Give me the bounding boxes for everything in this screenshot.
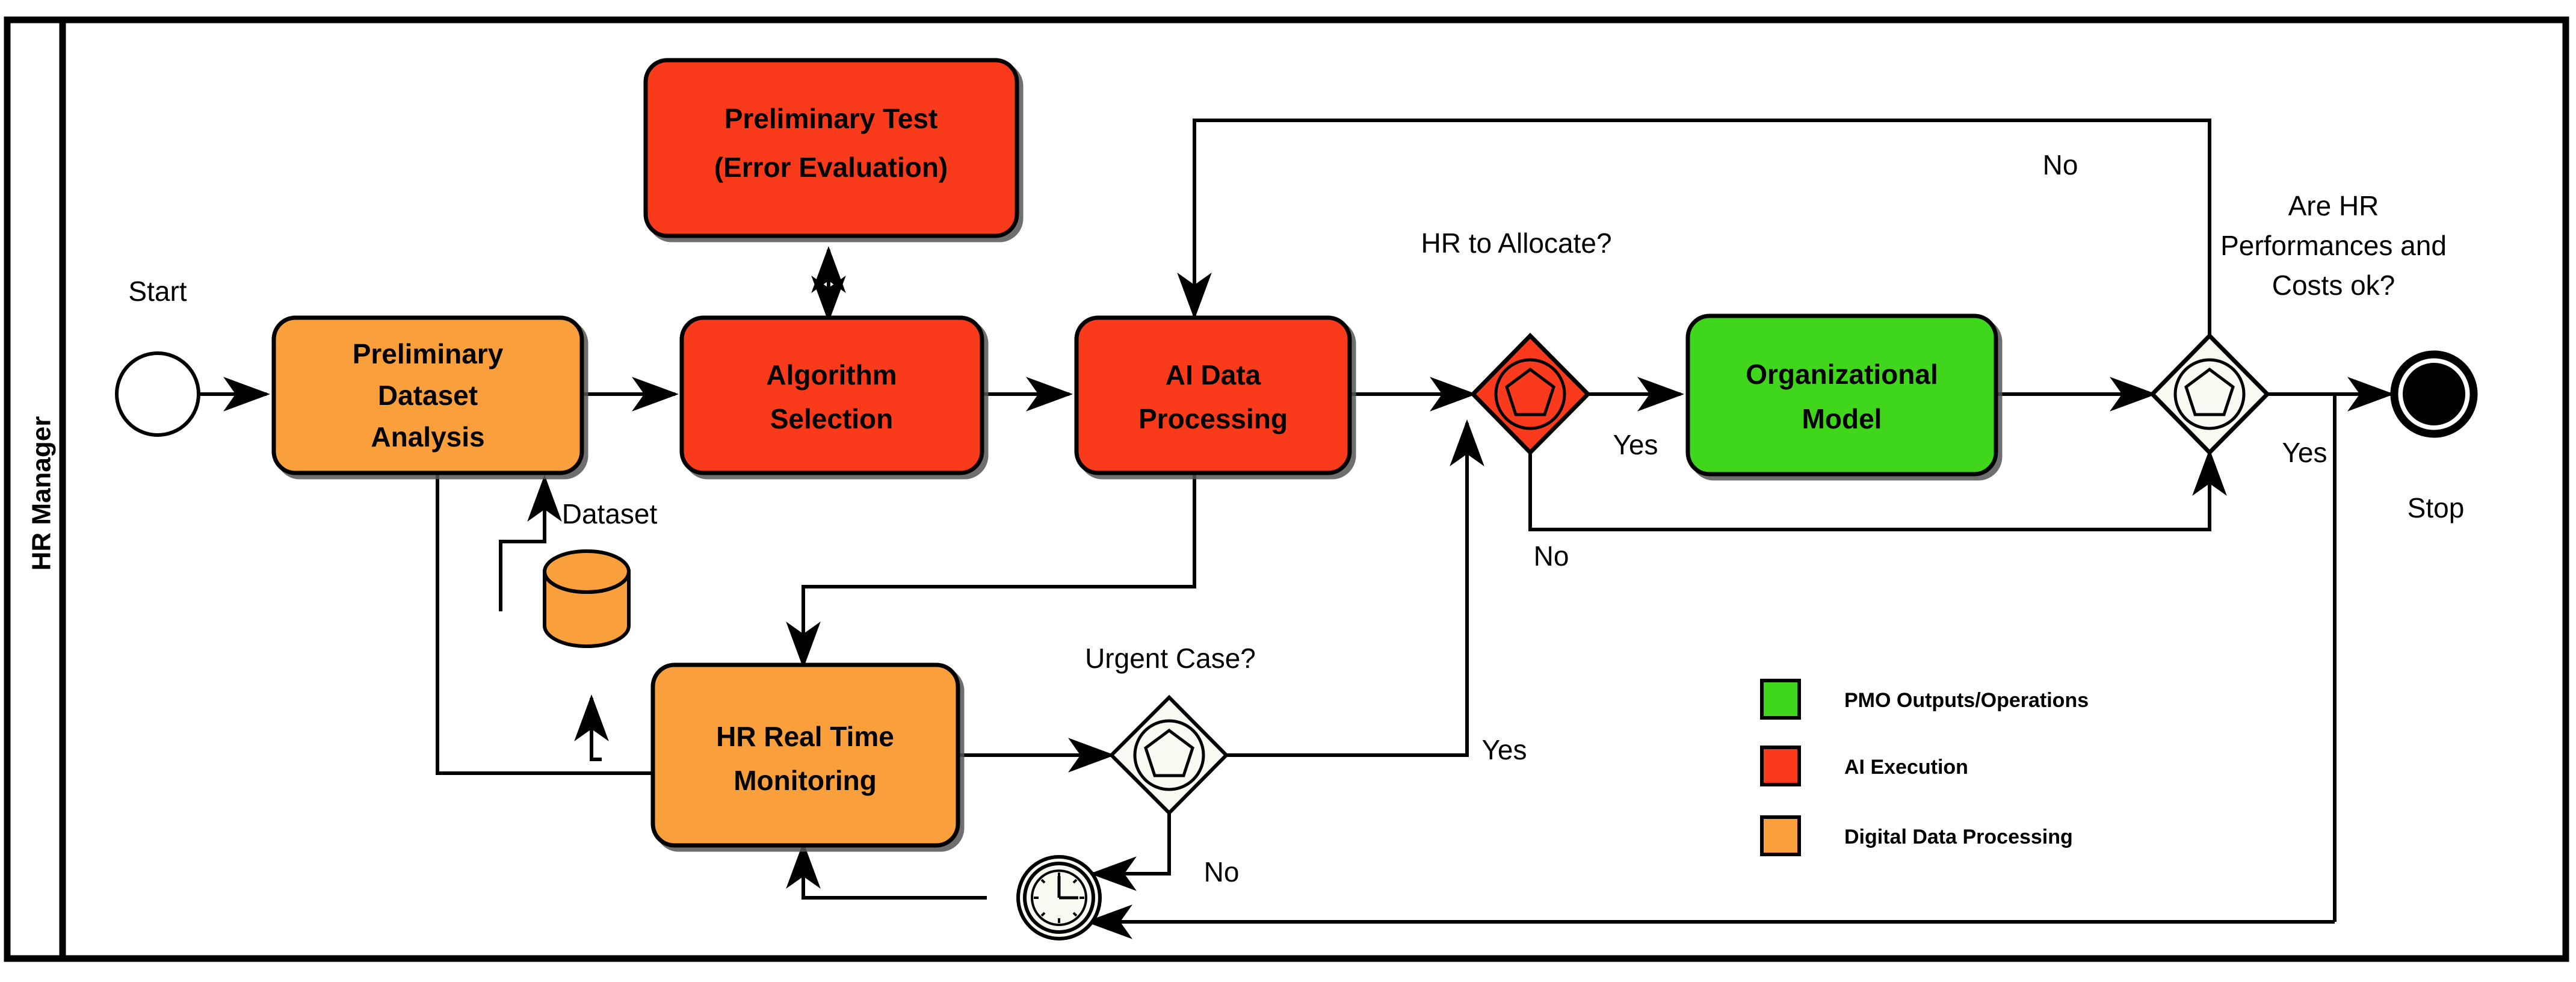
task-ai-data-processing[interactable]: AI Data Processing — [1074, 315, 1352, 475]
task-label-line1: Preliminary — [353, 338, 504, 369]
edge-label-urgent-no: No — [1204, 856, 1240, 888]
task-hr-real-time-monitoring[interactable]: HR Real Time Monitoring — [650, 662, 960, 848]
legend-label-digital: Digital Data Processing — [1844, 826, 2073, 848]
flow-urgent-yes — [1226, 419, 1484, 757]
legend-item-digital: Digital Data Processing — [1760, 815, 2073, 856]
gateway-hr-to-allocate[interactable] — [1470, 333, 1591, 455]
legend-item-pmo: PMO Outputs/Operations — [1760, 679, 2089, 720]
flow-performance-no-loop — [1177, 119, 2211, 394]
task-label-line2: (Error Evaluation) — [714, 152, 948, 183]
lane-header: HR Manager — [27, 416, 57, 571]
task-label-line2: Monitoring — [734, 765, 877, 796]
gateway-performance-label-line1: Are HR — [2288, 190, 2379, 221]
flow-urgent-no — [1090, 813, 1171, 891]
edge-label-allocate-yes: Yes — [1613, 429, 1658, 460]
clock-icon — [1031, 869, 1087, 926]
sequence-flows — [199, 119, 2394, 939]
gateway-urgent-case[interactable] — [1108, 694, 1229, 816]
task-label-line1: HR Real Time — [716, 721, 894, 752]
edge-label-allocate-no: No — [1534, 540, 1569, 572]
task-label-line2: Processing — [1138, 403, 1288, 434]
lane-label: HR Manager — [27, 416, 57, 571]
end-event[interactable] — [2390, 350, 2478, 438]
gateway-performance-label-line3: Costs ok? — [2272, 270, 2395, 301]
task-label-line2: Selection — [770, 403, 894, 434]
legend-label-pmo: PMO Outputs/Operations — [1844, 689, 2089, 712]
task-organizational-model[interactable]: Organizational Model — [1685, 313, 1998, 477]
task-algorithm-selection[interactable]: Algorithm Selection — [679, 315, 984, 475]
flow-dataset-to-analysis — [499, 475, 562, 611]
task-label-line1: Preliminary Test — [724, 103, 938, 134]
flow-aidata-to-monitoring — [786, 473, 1196, 669]
edge-label-urgent-yes: Yes — [1481, 734, 1527, 765]
gateway-performance-label-line2: Performances and — [2220, 230, 2447, 261]
task-label-line2: Dataset — [378, 380, 478, 411]
data-store-dataset[interactable] — [543, 549, 631, 648]
start-event[interactable] — [115, 351, 200, 437]
legend-label-ai: AI Execution — [1844, 756, 1968, 779]
end-event-label: Stop — [2408, 492, 2465, 523]
flow-allocate-no — [1528, 449, 2227, 531]
timer-event[interactable] — [1016, 855, 1102, 940]
flow-monitoring-to-dataset — [574, 694, 609, 761]
task-label-line1: AI Data — [1166, 359, 1261, 391]
data-store-label: Dataset — [562, 498, 658, 530]
gateway-are-hr-performances-and-costs-ok[interactable] — [2149, 333, 2270, 455]
task-preliminary-test[interactable]: Preliminary Test (Error Evaluation) — [643, 58, 1019, 238]
legend-item-ai: AI Execution — [1760, 746, 1968, 786]
task-label-line2: Model — [1802, 403, 1882, 434]
start-event-label: Start — [128, 276, 187, 307]
pool-border — [4, 16, 2569, 962]
gateway-hr-to-allocate-label: HR to Allocate? — [1421, 227, 1611, 259]
task-label-line3: Analysis — [371, 421, 484, 452]
flow-timer-to-monitoring — [786, 842, 987, 900]
gateway-urgent-case-label: Urgent Case? — [1085, 643, 1256, 674]
task-preliminary-dataset-analysis[interactable]: Preliminary Dataset Analysis — [271, 315, 584, 475]
edge-label-performance-yes: Yes — [2282, 437, 2327, 468]
legend: PMO Outputs/Operations AI Execution Digi… — [1760, 679, 2089, 856]
task-label-line1: Organizational — [1746, 359, 1938, 390]
task-label-line1: Algorithm — [766, 359, 897, 391]
edge-label-performance-no: No — [2043, 149, 2078, 181]
